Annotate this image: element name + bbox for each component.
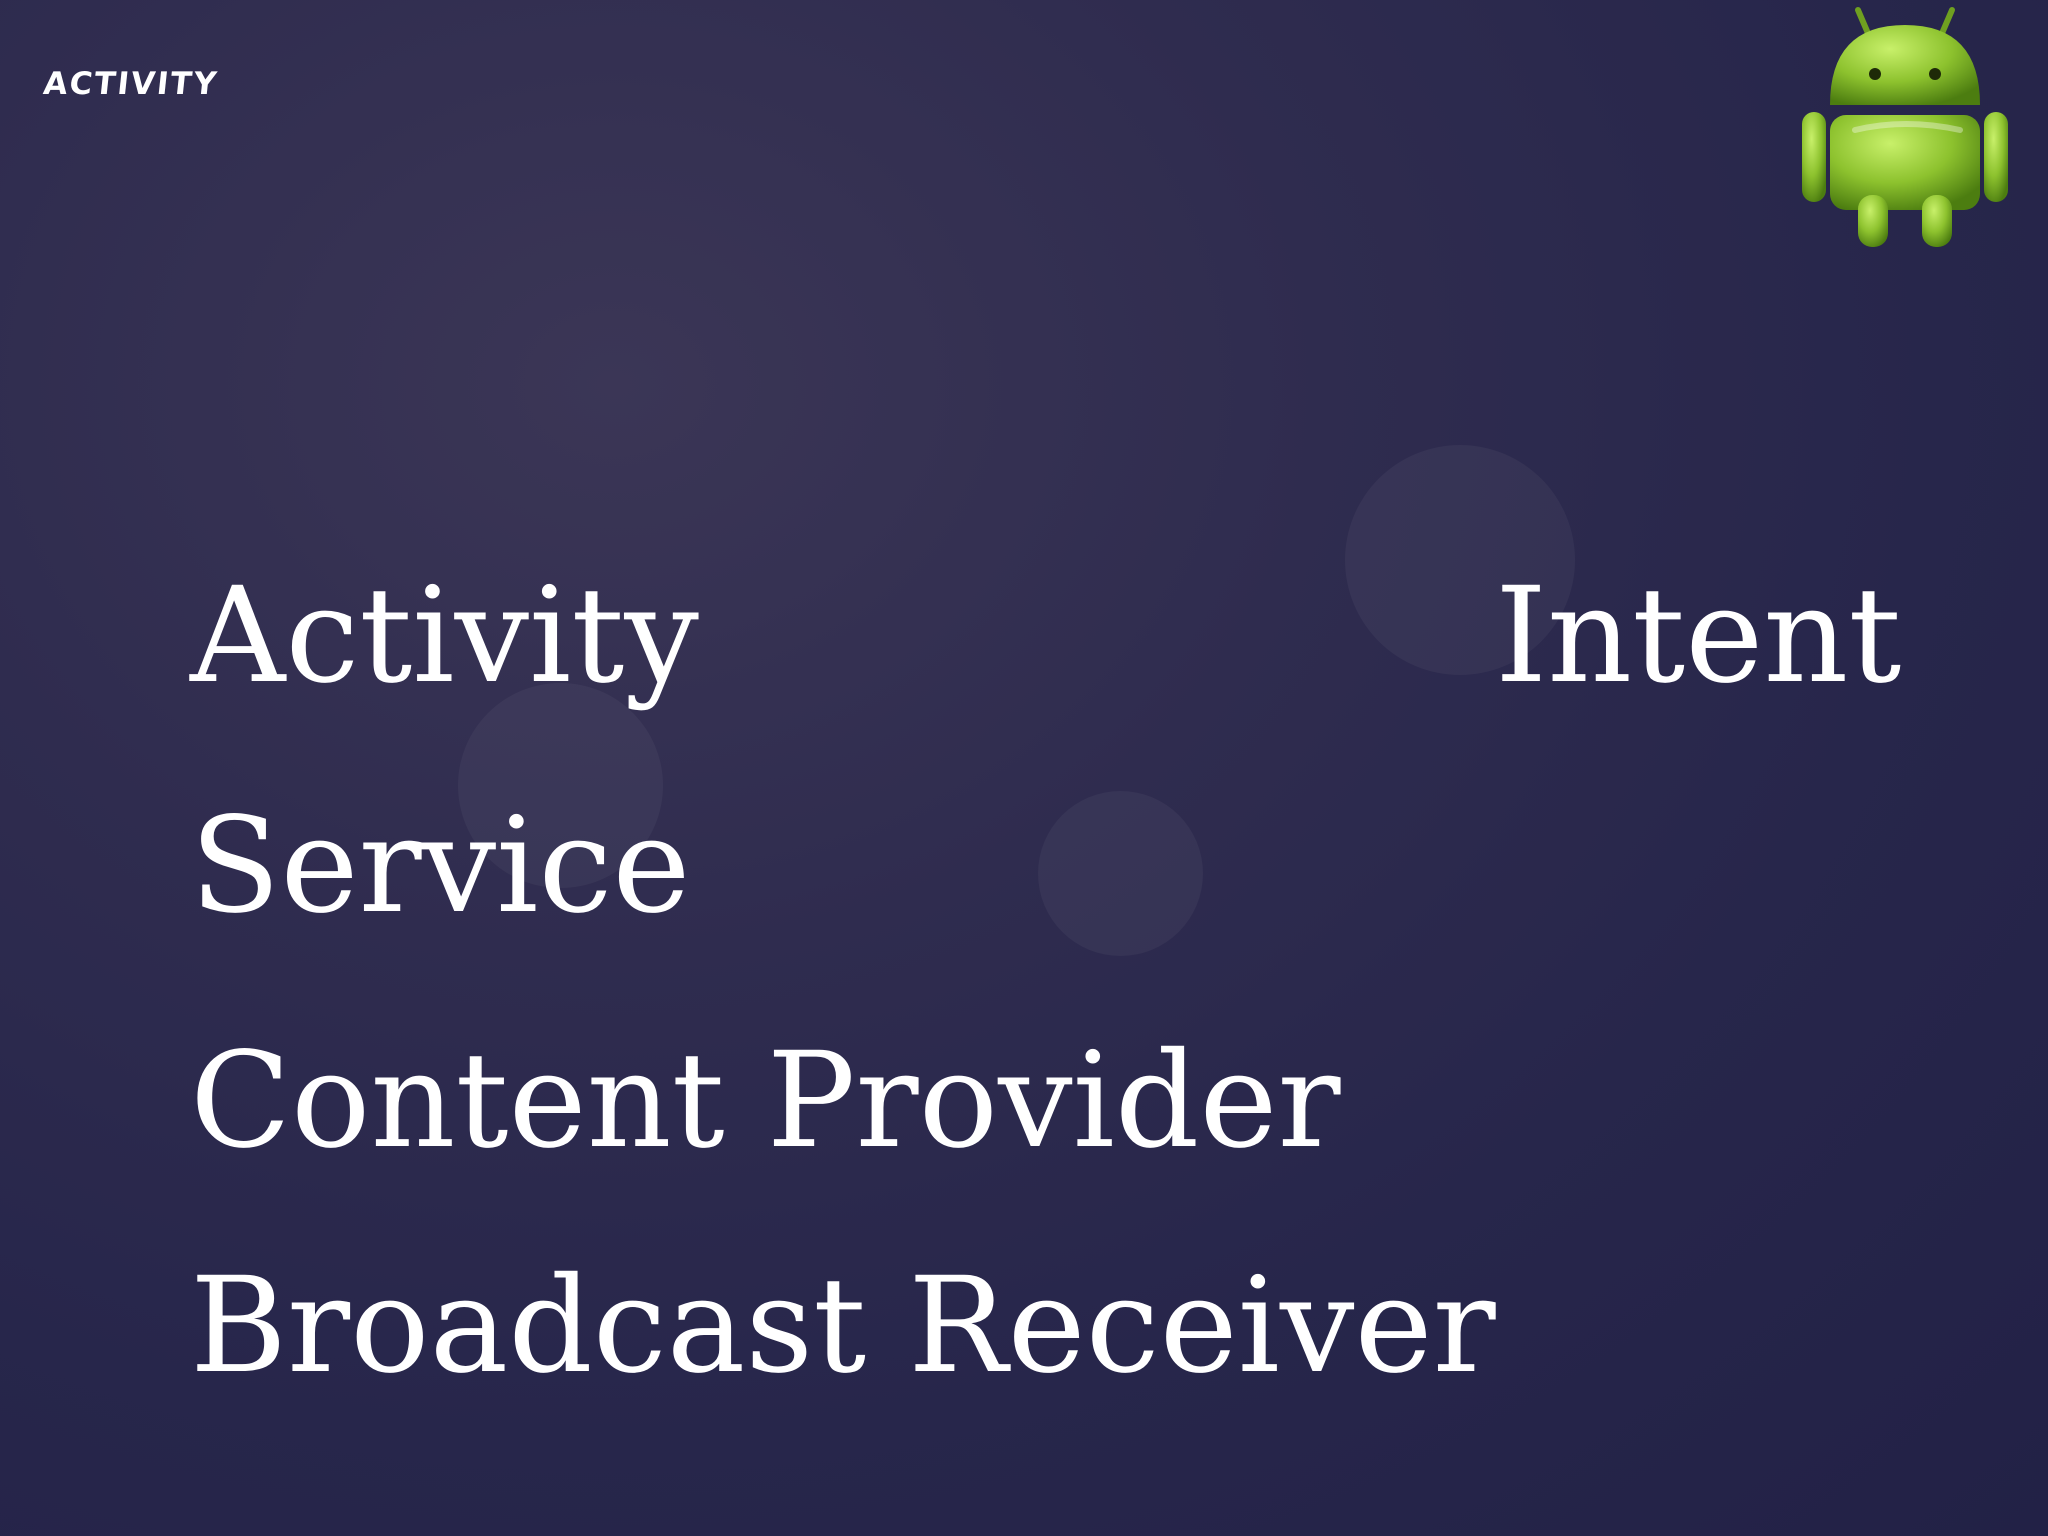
background-bokeh-circle <box>1345 445 1575 675</box>
component-intent: Intent <box>1495 559 1902 713</box>
component-activity: Activity <box>190 559 699 713</box>
background-bokeh-circle <box>458 683 663 888</box>
slide-title: Activity <box>41 54 222 105</box>
component-content-provider: Content Provider <box>190 1024 1341 1178</box>
android-robot-icon <box>1802 7 2008 247</box>
component-broadcast-receiver: Broadcast Receiver <box>190 1249 1496 1403</box>
component-service: Service <box>190 789 691 943</box>
background-bokeh-circle <box>1038 791 1203 956</box>
